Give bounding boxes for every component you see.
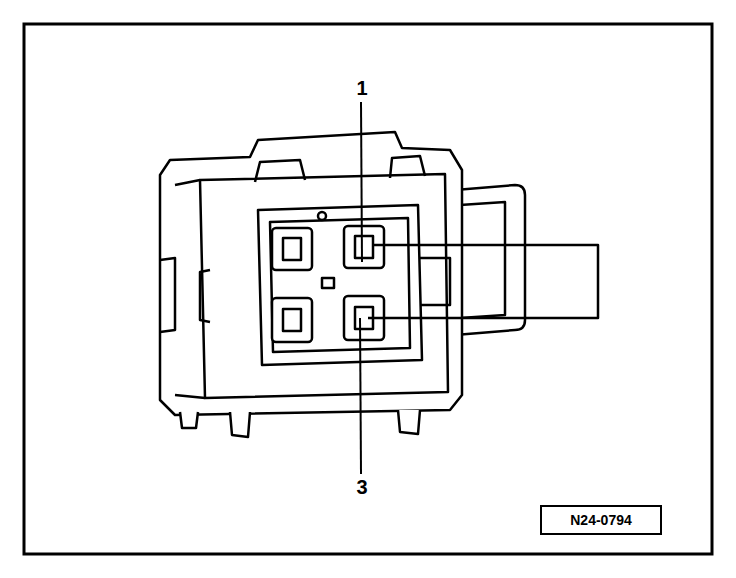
frame [24,24,712,554]
leader-line [361,102,362,262]
figure-number: N24-0794 [570,512,660,529]
figure-number-box: N24-0794 [540,505,662,535]
leader-line [360,318,361,474]
callout-number: 3 [356,477,367,497]
callout-number: 1 [356,78,367,98]
